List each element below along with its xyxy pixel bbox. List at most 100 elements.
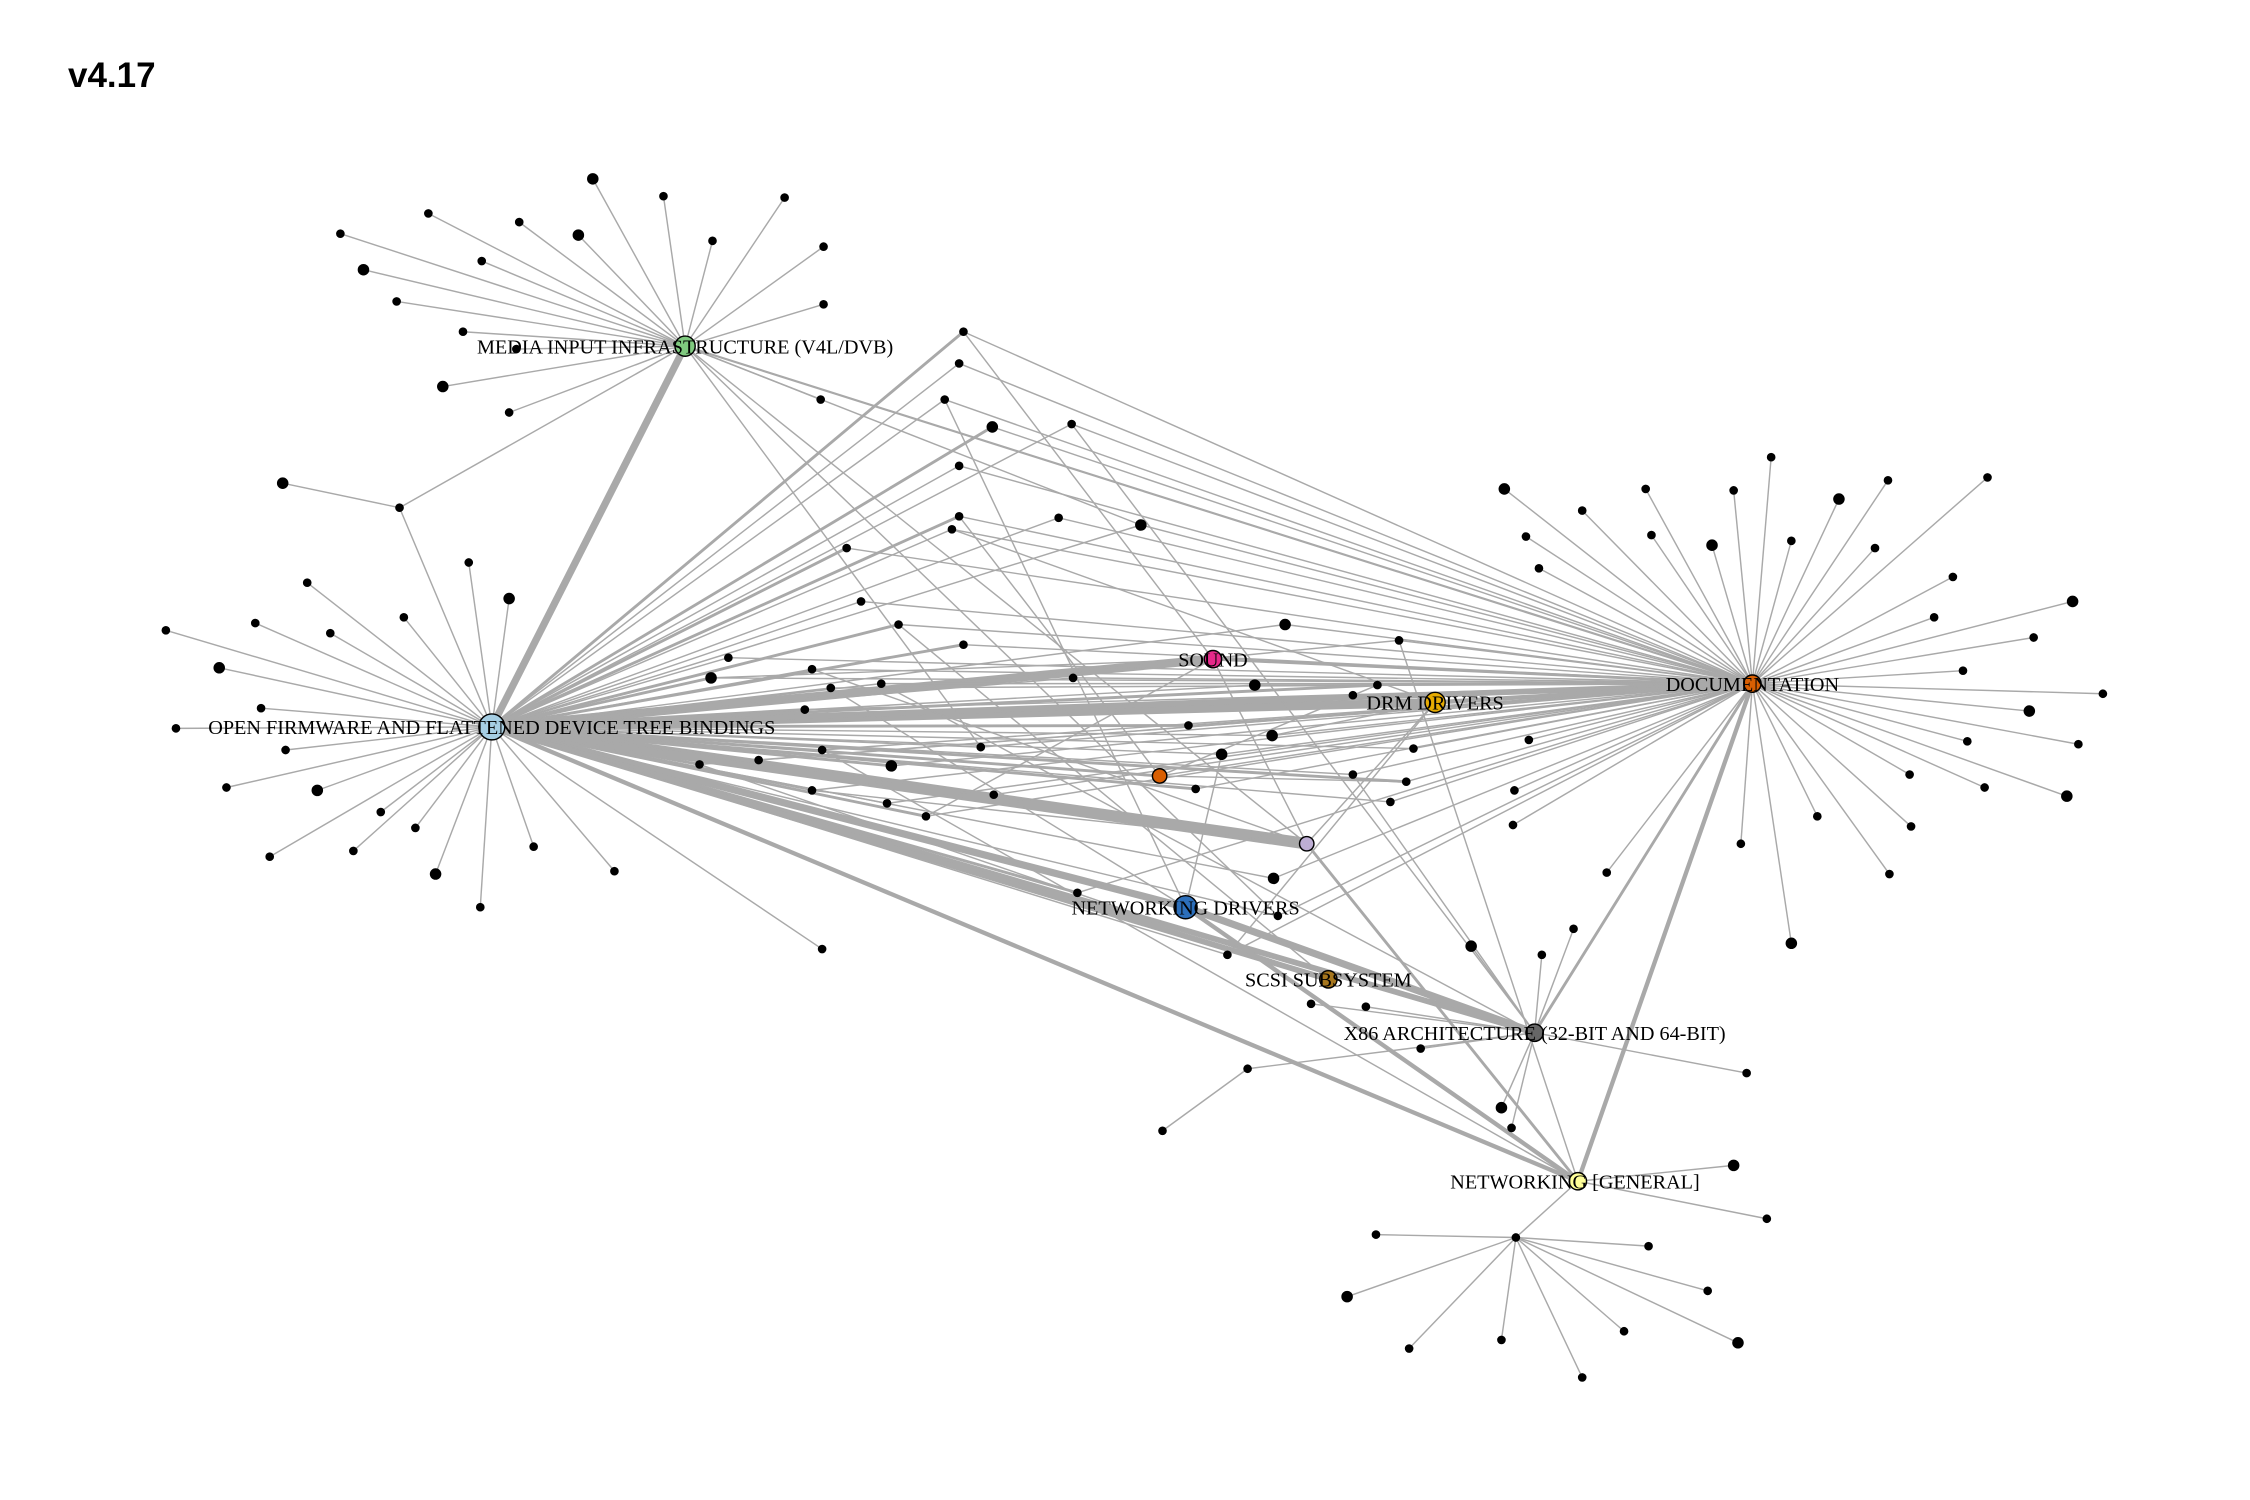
leaf-node (437, 380, 449, 393)
leaf-node (458, 327, 468, 337)
leaf-node (986, 421, 999, 433)
leaf-node (529, 842, 538, 851)
leaf-node (1647, 530, 1656, 540)
leaf-node (1641, 484, 1650, 494)
edge-doc (1073, 677, 1753, 685)
edge-doc (963, 643, 1753, 685)
leaf-node (754, 755, 763, 765)
leaf-node (1962, 737, 1972, 746)
leaf-node (807, 786, 817, 795)
leaf-node (376, 807, 386, 817)
edge-doc (1752, 682, 2068, 797)
edge-doc (1711, 544, 1754, 684)
edge-of (491, 726, 994, 796)
leaf-node (1416, 1044, 1425, 1053)
leaf-node (1409, 744, 1418, 753)
edge-mid (1071, 423, 1536, 1034)
edge-of (491, 726, 1228, 956)
edge-media (684, 197, 786, 347)
leaf-node (817, 944, 827, 954)
edge-x86 (1500, 1032, 1536, 1108)
leaf-node (610, 866, 619, 876)
edge-of (434, 726, 493, 875)
leaf-node (1371, 1230, 1381, 1239)
edge-of (491, 623, 899, 729)
edge-of (414, 726, 493, 829)
edge-mid (684, 345, 1142, 526)
edge-of-netdrv (490, 723, 1187, 911)
leaf-node (819, 242, 828, 251)
nodes (161, 173, 2108, 1382)
leaf-node (1223, 950, 1232, 960)
leaf-node (1184, 721, 1193, 730)
leaf-node (1073, 888, 1082, 898)
edge-of (226, 726, 492, 789)
edge-of (491, 726, 1414, 750)
leaf-node (817, 745, 827, 755)
edge-doc (1752, 682, 1985, 789)
edge-of (491, 600, 862, 728)
leaf-node (842, 543, 851, 553)
edge-of-u2 (491, 721, 1308, 850)
edge-x86 (1534, 1031, 1747, 1074)
leaf-node (1386, 797, 1395, 807)
leaf-node (1524, 735, 1534, 745)
leaf-node (1498, 483, 1511, 495)
edge-of-scsi (490, 724, 1330, 983)
edge-media (516, 345, 686, 350)
edge-doc (951, 528, 1753, 685)
edge-mid (811, 668, 1307, 845)
leaf-node (1577, 506, 1587, 515)
hub-label-doc: DOCUMENTATION (1666, 674, 1840, 696)
leaf-node (882, 799, 892, 808)
leaf-node (659, 191, 668, 201)
edge-doc (1752, 682, 2103, 695)
edge-of-media (488, 344, 689, 729)
edge-media (684, 246, 824, 347)
edge-of (306, 582, 493, 728)
leaf-node (1273, 911, 1283, 921)
edge-x86 (1533, 928, 1575, 1033)
edge-doc (846, 547, 1753, 685)
edge-of (491, 726, 1273, 737)
leaf-node (959, 640, 968, 650)
edge-doc (1752, 682, 2030, 712)
edge-of (491, 682, 882, 728)
leaf-node (1373, 680, 1382, 690)
edge (398, 507, 493, 728)
edge-doc (822, 682, 1753, 751)
edge-of (491, 676, 712, 729)
leaf-node (1785, 937, 1798, 950)
edge-of (491, 726, 1274, 880)
edge-of (269, 726, 493, 858)
hub-label-of: OPEN FIRMWARE AND FLATTENED DEVICE TREE … (208, 717, 775, 739)
leaf-node (1883, 475, 1893, 485)
edge-of (491, 694, 1353, 728)
edge-doc (1645, 488, 1754, 685)
leaf-node (1521, 532, 1531, 541)
leaf-node (1983, 473, 1992, 482)
edge-mid (1159, 775, 1407, 783)
leaf-node (1348, 690, 1358, 700)
edge-of (219, 667, 492, 728)
edge-of (491, 423, 1072, 728)
leaf-node (819, 300, 828, 309)
leaf-node (429, 868, 442, 880)
leaf-node (1495, 1101, 1508, 1114)
leaf-node (395, 503, 404, 513)
edge-doc (1752, 600, 2073, 685)
edge-doc (812, 668, 1753, 685)
edge-doc (1752, 682, 2079, 745)
edge-of (491, 726, 1279, 917)
edge-doc (1751, 457, 1772, 684)
edge-doc (1751, 540, 1793, 684)
leaf-node (302, 578, 312, 588)
edge-media (518, 221, 686, 347)
leaf-node (1980, 783, 1989, 792)
leaf-node (826, 683, 836, 693)
leaf-node (1602, 868, 1612, 877)
edge-doc (1732, 490, 1754, 684)
edge-media (508, 345, 686, 414)
edge-media (396, 300, 686, 347)
